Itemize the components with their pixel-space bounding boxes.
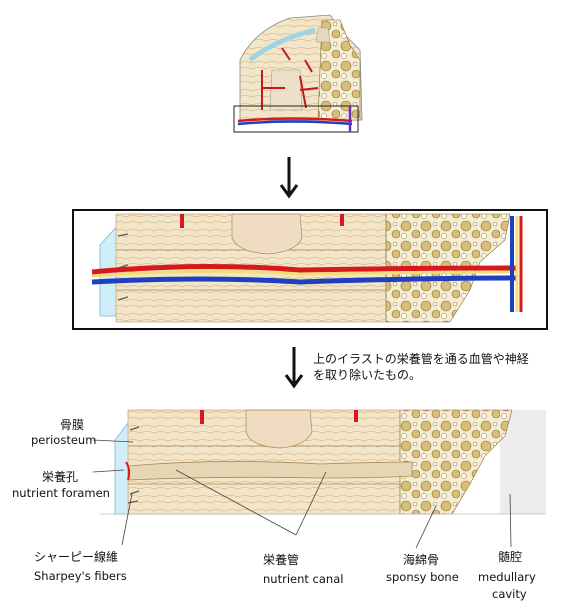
foramen-label-en: nutrient foramen: [12, 486, 110, 500]
medullary-label-en-2: cavity: [492, 587, 527, 601]
sponsy-label-en: sponsy bone: [386, 570, 459, 584]
canal-label-jp: 栄養管: [263, 553, 300, 567]
enlarged-panel-with-vessels: [72, 209, 548, 330]
medullary-label-en-1: medullary: [478, 570, 536, 584]
overview-illustration: [233, 14, 363, 133]
bottom-panel: [100, 409, 546, 515]
down-arrow-1: [279, 157, 299, 199]
canal-label-en: nutrient canal: [263, 572, 344, 586]
foramen-label-jp: 栄養孔: [42, 470, 79, 484]
leader-lines: [92, 439, 512, 549]
sharpey-label-en: Sharpey's fibers: [34, 569, 127, 583]
periosteum-label-jp: 骨膜: [60, 418, 85, 432]
periosteum-label-en: periosteum: [31, 433, 97, 447]
caption-line-2: を取り除いたもの。: [313, 368, 422, 382]
caption-line-1: 上のイラストの栄養管を通る血管や神経: [313, 352, 529, 366]
sponsy-label-jp: 海綿骨: [403, 553, 440, 567]
sharpey-label-jp: シャーピー線維: [34, 550, 119, 564]
medullary-label-jp: 髄腔: [498, 550, 523, 564]
down-arrow-2: [284, 347, 304, 389]
